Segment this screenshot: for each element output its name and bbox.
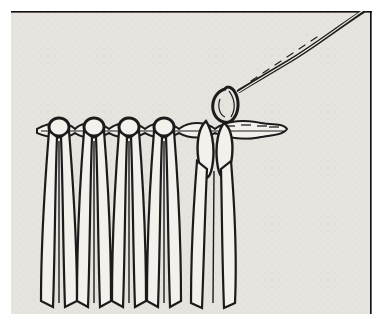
fringe-strand-5	[191, 121, 236, 308]
crochet-fringe-illustration	[11, 11, 372, 314]
fringe-strand-4	[147, 118, 181, 307]
fringe-strand-3	[112, 118, 146, 307]
fringe-strand-2	[77, 118, 111, 307]
